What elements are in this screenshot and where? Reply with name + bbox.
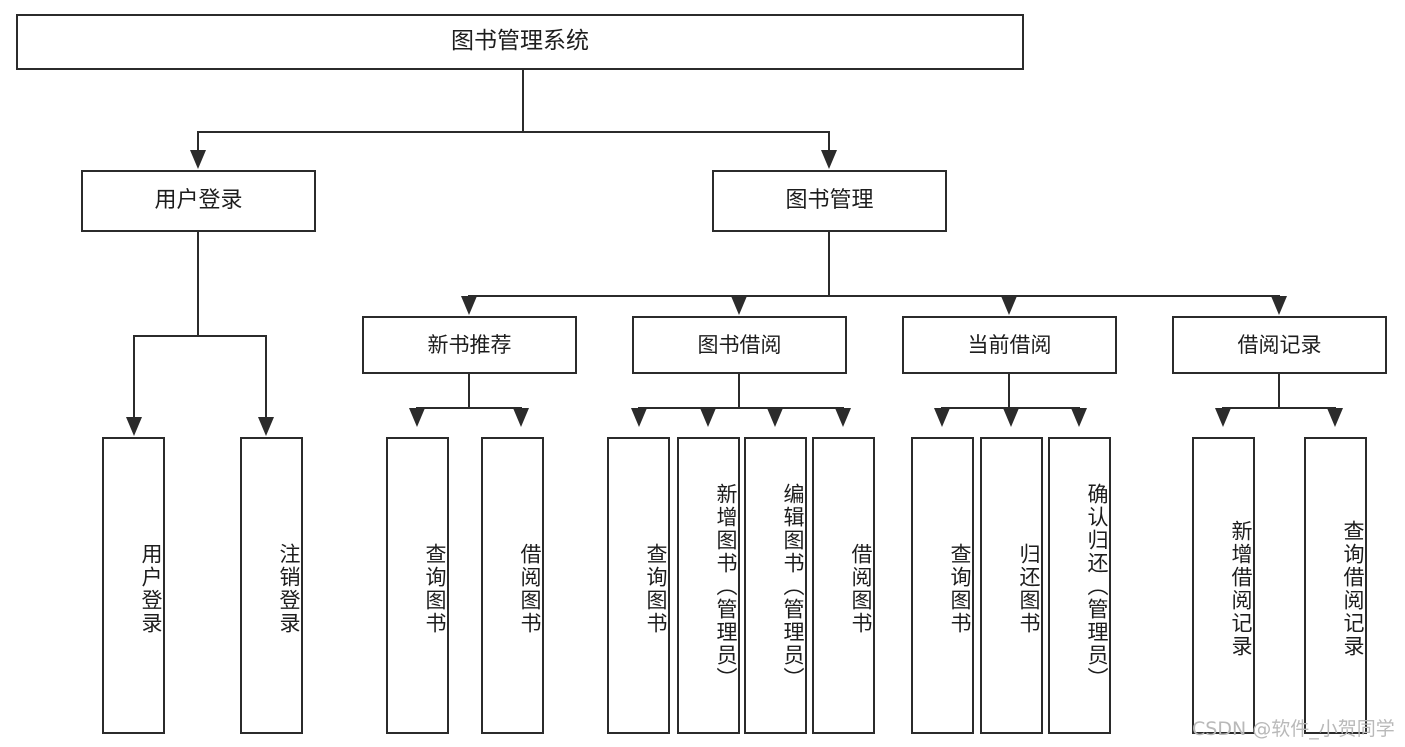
- leaf-user-login-label: 用户登录: [139, 542, 163, 635]
- arrow-current-borrow-leaf-2: [1003, 408, 1019, 427]
- arrow-current-borrow-leaf-1: [934, 408, 950, 427]
- leaf-return-book-label: 归还图书: [1017, 542, 1041, 635]
- arrow-borrow-record-leaf-1: [1215, 408, 1231, 427]
- leaf-borrow-book[interactable]: 借阅图书: [812, 437, 875, 734]
- leaf-new-book-borrow-label: 借阅图书: [518, 542, 542, 635]
- node-borrow-record-label: 借阅记录: [1237, 332, 1322, 357]
- arrow-new-book-leaf-2: [513, 408, 529, 427]
- arrow-new-book-leaf-1: [409, 408, 425, 427]
- leaf-borrow-book-label: 借阅图书: [849, 542, 873, 635]
- leaf-add-book-admin[interactable]: 新增图书（管理员）: [677, 437, 740, 734]
- node-root-label: 图书管理系统: [451, 28, 589, 55]
- leaf-current-query-book-label: 查询图书: [948, 542, 972, 635]
- leaf-confirm-return-admin-label: 确认归还（管理员）: [1085, 483, 1109, 690]
- leaf-new-book-query-label: 查询图书: [423, 542, 447, 635]
- node-borrow-record[interactable]: 借阅记录: [1172, 316, 1387, 374]
- leaf-add-borrow-record-label: 新增借阅记录: [1229, 519, 1253, 658]
- connector-root-to-book-mgmt: [828, 131, 830, 151]
- leaf-edit-book-admin-label: 编辑图书（管理员）: [781, 483, 805, 690]
- arrow-to-borrow-record: [1271, 296, 1287, 315]
- leaf-add-borrow-record[interactable]: 新增借阅记录: [1192, 437, 1255, 734]
- arrow-book-borrow-leaf-2: [700, 408, 716, 427]
- arrow-user-login-leaf-2: [258, 417, 274, 436]
- node-new-book-recommend-label: 新书推荐: [427, 332, 512, 357]
- connector-user-login-left: [133, 335, 135, 418]
- arrow-book-borrow-leaf-3: [767, 408, 783, 427]
- connector-new-book-stem: [468, 374, 470, 408]
- connector-user-login-stem: [197, 232, 199, 336]
- connector-root-bar: [197, 131, 830, 133]
- arrow-book-borrow-leaf-4: [835, 408, 851, 427]
- node-book-management[interactable]: 图书管理: [712, 170, 947, 232]
- connector-root-stem: [522, 70, 524, 132]
- leaf-new-book-borrow[interactable]: 借阅图书: [481, 437, 544, 734]
- leaf-return-book[interactable]: 归还图书: [980, 437, 1043, 734]
- arrow-user-login-leaf-1: [126, 417, 142, 436]
- connector-root-to-user-login: [197, 131, 199, 151]
- arrow-current-borrow-leaf-3: [1071, 408, 1087, 427]
- connector-user-login-right: [265, 335, 267, 418]
- node-book-management-label: 图书管理: [785, 188, 874, 214]
- leaf-confirm-return-admin[interactable]: 确认归还（管理员）: [1048, 437, 1111, 734]
- node-current-borrow[interactable]: 当前借阅: [902, 316, 1117, 374]
- connector-book-borrow-bar: [638, 407, 844, 409]
- arrow-root-to-user-login: [190, 150, 206, 169]
- node-user-login-label: 用户登录: [154, 188, 243, 214]
- node-book-borrow[interactable]: 图书借阅: [632, 316, 847, 374]
- node-new-book-recommend[interactable]: 新书推荐: [362, 316, 577, 374]
- connector-book-borrow-stem: [738, 374, 740, 408]
- arrow-to-current-borrow: [1001, 296, 1017, 315]
- node-book-borrow-label: 图书借阅: [697, 332, 782, 357]
- node-user-login[interactable]: 用户登录: [81, 170, 316, 232]
- node-current-borrow-label: 当前借阅: [967, 332, 1052, 357]
- leaf-user-login[interactable]: 用户登录: [102, 437, 165, 734]
- leaf-edit-book-admin[interactable]: 编辑图书（管理员）: [744, 437, 807, 734]
- connector-borrow-record-bar: [1222, 407, 1336, 409]
- connector-current-borrow-stem: [1008, 374, 1010, 408]
- leaf-add-book-admin-label: 新增图书（管理员）: [714, 483, 738, 690]
- arrow-root-to-book-mgmt: [821, 150, 837, 169]
- connector-book-mgmt-bar: [468, 295, 1280, 297]
- connector-new-book-bar: [416, 407, 522, 409]
- arrow-to-new-book: [461, 296, 477, 315]
- arrow-to-book-borrow: [731, 296, 747, 315]
- node-root-system[interactable]: 图书管理系统: [16, 14, 1024, 70]
- leaf-borrow-query-book[interactable]: 查询图书: [607, 437, 670, 734]
- connector-borrow-record-stem: [1278, 374, 1280, 408]
- arrow-borrow-record-leaf-2: [1327, 408, 1343, 427]
- leaf-logout[interactable]: 注销登录: [240, 437, 303, 734]
- leaf-new-book-query[interactable]: 查询图书: [386, 437, 449, 734]
- connector-user-login-bar: [133, 335, 267, 337]
- connector-book-mgmt-stem: [828, 232, 830, 296]
- leaf-borrow-query-book-label: 查询图书: [644, 542, 668, 635]
- leaf-query-borrow-record[interactable]: 查询借阅记录: [1304, 437, 1367, 734]
- leaf-logout-label: 注销登录: [277, 542, 301, 635]
- leaf-current-query-book[interactable]: 查询图书: [911, 437, 974, 734]
- arrow-book-borrow-leaf-1: [631, 408, 647, 427]
- leaf-query-borrow-record-label: 查询借阅记录: [1341, 519, 1365, 658]
